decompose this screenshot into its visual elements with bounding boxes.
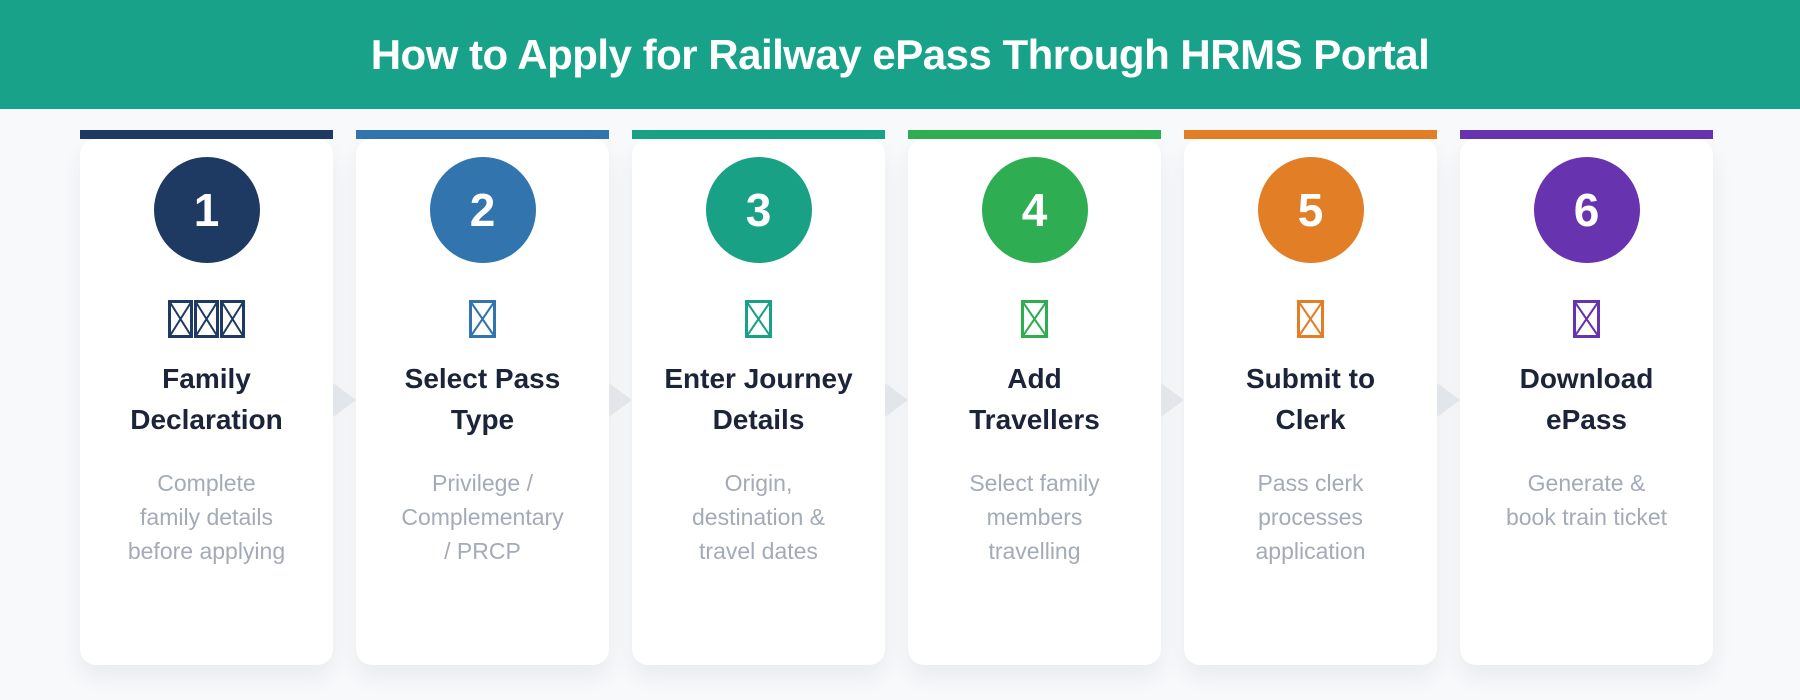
- step-number-badge: 1: [153, 157, 260, 263]
- step-number: 4: [1021, 184, 1048, 236]
- travellers-missing-glyph-icon: [1021, 300, 1048, 338]
- step-number: 1: [193, 184, 220, 236]
- page-title: How to Apply for Railway ePass Through H…: [370, 30, 1430, 78]
- step-accent-bar: [1184, 130, 1437, 139]
- next-step-arrow-icon: [609, 383, 632, 417]
- step-accent-bar: [80, 130, 333, 139]
- tofu-box-icon: [745, 300, 772, 338]
- tofu-box-icon: [168, 300, 193, 338]
- step-number-badge: 5: [1257, 157, 1364, 263]
- tofu-box-icon: [194, 300, 219, 338]
- step-number-badge: 2: [429, 157, 536, 263]
- next-step-arrow-icon: [885, 383, 908, 417]
- step-number-badge: 6: [1533, 157, 1640, 263]
- step-number-badge: 3: [705, 157, 812, 263]
- infographic-canvas: How to Apply for Railway ePass Through H…: [0, 0, 1800, 665]
- next-step-arrow-icon: [1161, 383, 1184, 417]
- submit-missing-glyph-icon: [1297, 300, 1324, 338]
- pass-type-missing-glyph-icon: [469, 300, 496, 338]
- family-missing-glyph-icon: [168, 300, 245, 338]
- tofu-box-icon: [1021, 300, 1048, 338]
- step-number-badge: 4: [981, 157, 1088, 263]
- step-description: Generate &book train ticket: [1505, 470, 1668, 530]
- step-number: 3: [745, 184, 772, 236]
- journey-missing-glyph-icon: [745, 300, 772, 338]
- next-step-arrow-icon: [333, 383, 356, 417]
- step-accent-bar: [908, 130, 1161, 139]
- header-banner: How to Apply for Railway ePass Through H…: [0, 0, 1800, 109]
- tofu-box-icon: [469, 300, 496, 338]
- step-description: Privilege /Complementary/ PRCP: [401, 470, 564, 564]
- step-description: Origin,destination &travel dates: [692, 470, 825, 564]
- step-accent-bar: [356, 130, 609, 139]
- next-step-arrow-icon: [1437, 383, 1460, 417]
- step-number: 6: [1573, 184, 1600, 236]
- step-number: 5: [1297, 184, 1324, 236]
- download-missing-glyph-icon: [1573, 300, 1600, 338]
- step-accent-bar: [632, 130, 885, 139]
- tofu-box-icon: [1297, 300, 1324, 338]
- tofu-box-icon: [1573, 300, 1600, 338]
- step-accent-bar: [1460, 130, 1713, 139]
- step-number: 2: [469, 184, 496, 236]
- tofu-box-icon: [220, 300, 245, 338]
